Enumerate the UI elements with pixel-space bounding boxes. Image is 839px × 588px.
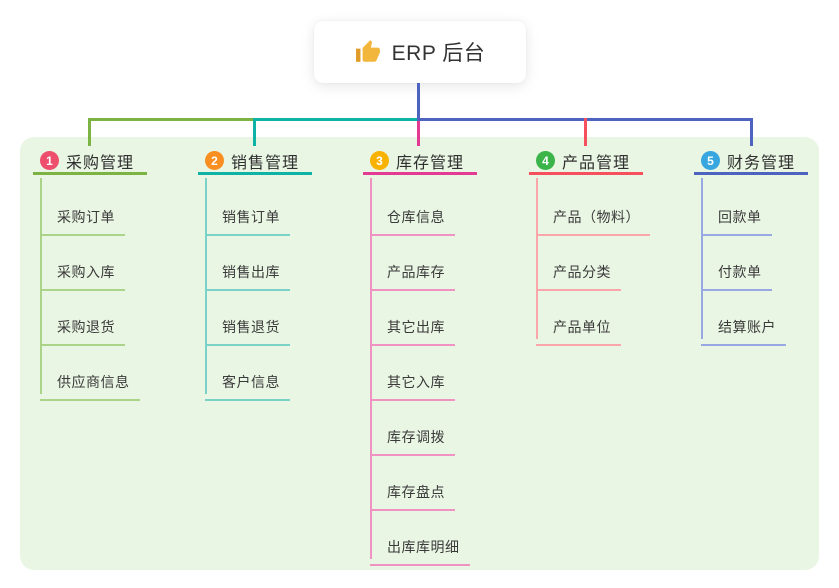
child-node[interactable]: 产品库存 [370, 244, 455, 291]
branch-node-purchase[interactable]: 1 采购管理 [33, 149, 147, 175]
branch2-child-spine [205, 178, 207, 394]
child-label: 产品单位 [553, 319, 611, 335]
branch4-child-spine [536, 178, 538, 339]
branch-badge-1: 1 [40, 151, 59, 170]
child-label: 销售订单 [222, 209, 280, 225]
child-node[interactable]: 产品分类 [536, 244, 621, 291]
child-label: 销售退货 [222, 319, 280, 335]
branch-node-product[interactable]: 4 产品管理 [529, 149, 643, 175]
branch-badge-2: 2 [205, 151, 224, 170]
child-node[interactable]: 客户信息 [205, 354, 290, 401]
child-label: 产品库存 [387, 264, 445, 280]
child-label: 采购入库 [57, 264, 115, 280]
child-node[interactable]: 仓库信息 [370, 189, 455, 236]
child-label: 仓库信息 [387, 209, 445, 225]
child-label: 销售出库 [222, 264, 280, 280]
child-node[interactable]: 采购入库 [40, 244, 125, 291]
connector-branch5-drop [750, 118, 753, 146]
branches-panel [20, 137, 819, 570]
child-label: 出库库明细 [387, 539, 460, 555]
child-label: 采购退货 [57, 319, 115, 335]
branch5-child-spine [701, 178, 703, 339]
child-node[interactable]: 产品单位 [536, 299, 621, 346]
branch-label-purchase: 采购管理 [66, 154, 135, 172]
branch-badge-3: 3 [370, 151, 389, 170]
connector-branch1-horizontal [88, 118, 255, 121]
child-label: 库存盘点 [387, 484, 445, 500]
connector-root-drop [417, 83, 420, 120]
branch-node-sales[interactable]: 2 销售管理 [198, 149, 312, 175]
child-label: 其它入库 [387, 374, 445, 390]
connector-branch1-drop [88, 118, 91, 146]
child-node[interactable]: 其它出库 [370, 299, 455, 346]
connector-branch2-horizontal [253, 118, 419, 121]
branch-label-product: 产品管理 [562, 154, 631, 172]
child-node[interactable]: 库存盘点 [370, 464, 455, 511]
child-label: 库存调拨 [387, 429, 445, 445]
child-node[interactable]: 付款单 [701, 244, 772, 291]
child-label: 采购订单 [57, 209, 115, 225]
child-label: 其它出库 [387, 319, 445, 335]
branch1-child-spine [40, 178, 42, 394]
root-label: ERP 后台 [391, 42, 486, 65]
child-label: 回款单 [718, 209, 762, 225]
child-label: 付款单 [718, 264, 762, 280]
connector-branch4-drop [584, 118, 587, 146]
child-label: 产品（物料） [553, 209, 640, 225]
connector-branch3-drop [417, 121, 420, 146]
branch-node-finance[interactable]: 5 财务管理 [694, 149, 808, 175]
child-node[interactable]: 销售退货 [205, 299, 290, 346]
child-node[interactable]: 回款单 [701, 189, 772, 236]
child-node[interactable]: 销售出库 [205, 244, 290, 291]
branch-label-inventory: 库存管理 [396, 154, 465, 172]
child-node[interactable]: 采购退货 [40, 299, 125, 346]
branch-badge-4: 4 [536, 151, 555, 170]
root-node[interactable]: ERP 后台 [314, 21, 526, 83]
child-node[interactable]: 结算账户 [701, 299, 786, 346]
branch-label-sales: 销售管理 [231, 154, 300, 172]
branch-badge-5: 5 [701, 151, 720, 170]
child-node[interactable]: 出库库明细 [370, 519, 470, 566]
child-node[interactable]: 其它入库 [370, 354, 455, 401]
branch3-child-spine [370, 178, 372, 559]
child-label: 产品分类 [553, 264, 611, 280]
child-label: 结算账户 [718, 319, 776, 335]
child-node[interactable]: 库存调拨 [370, 409, 455, 456]
branch-label-finance: 财务管理 [727, 154, 796, 172]
child-label: 供应商信息 [57, 374, 130, 390]
connector-branch2-drop [253, 118, 256, 146]
child-node[interactable]: 产品（物料） [536, 189, 650, 236]
child-label: 客户信息 [222, 374, 280, 390]
child-node[interactable]: 销售订单 [205, 189, 290, 236]
thumbs-up-icon [355, 40, 380, 62]
child-node[interactable]: 供应商信息 [40, 354, 140, 401]
child-node[interactable]: 采购订单 [40, 189, 125, 236]
branch-node-inventory[interactable]: 3 库存管理 [363, 149, 477, 175]
